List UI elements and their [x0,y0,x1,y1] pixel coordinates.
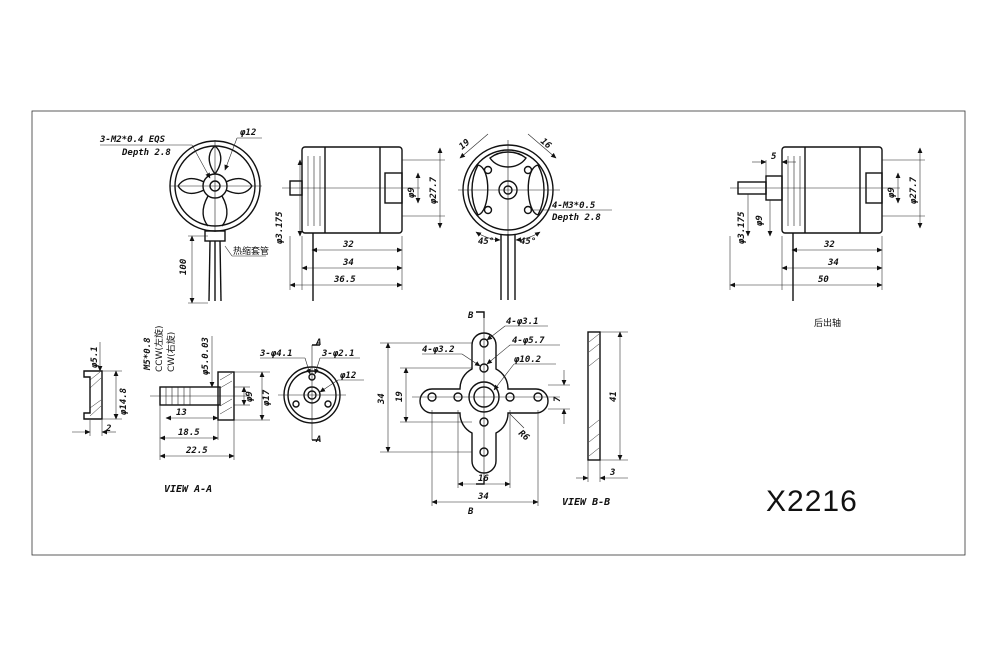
section-a-bottom: A [315,435,321,445]
mount-holes-5-7: 4-φ5.7 [512,336,545,346]
adapter-dia-9: φ9 [245,391,255,403]
front-dia-12: φ12 [239,128,256,138]
model-label: X2216 [766,485,858,518]
mount-side-dim-41: 41 [609,391,619,402]
mount-side-view [576,331,628,482]
rear-shaft-dia-9: φ9 [887,187,897,199]
rear-shaft-dia-9-left: φ9 [755,215,765,227]
mount-holes-3-2: 4-φ3.2 [422,345,455,355]
adapter-view-label: VIEW A-A [164,484,212,495]
adapter-face-holes-2-1: 3-φ2.1 [321,349,355,359]
adapter-dia-14-8: φ14.8 [119,388,129,416]
rear-shaft-dim-50: 50 [818,275,829,285]
mount-dia-10-2: φ10.2 [513,355,541,365]
adapter-dia-17: φ17 [262,389,272,407]
section-b-top: B [467,311,474,321]
front-sleeve-note: 热缩套管 [233,245,269,257]
rear-shaft-dim-5: 5 [771,152,777,162]
mount-view-label: VIEW B-B [562,497,610,508]
side-view [282,146,445,301]
adapter-dim-2: 2 [105,424,111,434]
front-view [100,137,266,304]
adapter-dim-13: 13 [176,408,187,418]
mount-dim-34-h: 34 [477,492,489,502]
mount-view [380,311,570,506]
adapter-thread-m5: M5*0.8 [143,337,153,371]
rear-dim-19: 19 [458,138,473,153]
rear-view [458,133,612,300]
mount-radius: R6 [516,429,531,444]
adapter-dia-5-1: φ5.1 [90,346,100,369]
adapter-ccw: CCW(左旋) [153,326,165,373]
adapter-face-dia-12: φ12 [339,371,356,381]
section-a-top: A [315,338,321,348]
side-dim-34: 34 [342,258,354,268]
adapter-dia-5-0-03: φ5.0.03 [201,337,211,376]
side-dim-36-5: 36.5 [333,275,356,285]
adapter-view [72,336,270,460]
rear-shaft-dia-27-7: φ27.7 [909,176,919,205]
adapter-dim-18-5: 18.5 [178,428,200,438]
rear-thread: 4-M3*0.5 [552,201,596,211]
adapter-dim-22-5: 22.5 [185,446,208,456]
rear-shaft-view [729,146,925,301]
section-b-bottom: B [467,507,474,517]
drawing-frame [31,110,966,556]
adapter-face-holes-4-1: 3-φ4.1 [259,349,293,359]
rear-shaft-dim-32: 32 [823,240,835,250]
mount-dim-7: 7 [553,396,563,402]
side-dim-32: 32 [342,240,354,250]
front-depth-callout: Depth 2.8 [121,148,171,158]
adapter-face-view [260,344,364,441]
mount-dim-34-v: 34 [377,393,387,405]
mount-side-dim-3: 3 [609,468,615,478]
adapter-cw: CW(右旋) [165,332,177,372]
mount-holes-3-1: 4-φ3.1 [506,317,539,327]
rear-shaft-dim-34: 34 [827,258,839,268]
side-shaft-dia: φ3.175 [275,211,285,245]
rear-dim-16: 16 [538,137,553,152]
rear-depth: Depth 2.8 [551,213,601,223]
mount-dim-19-v: 19 [395,391,405,402]
front-lead-length: 100 [179,258,189,275]
side-dia-27-7: φ27.7 [429,176,439,205]
rear-angle-right: 45° [520,237,536,247]
mount-dim-16: 16 [478,474,489,484]
front-thread-callout: 3-M2*0.4 EQS [99,135,166,145]
side-dia-9: φ9 [407,187,417,199]
rear-shaft-shaft-dia: φ3.175 [737,211,747,245]
rear-angle-left: 45° [478,237,494,247]
rear-shaft-caption: 后出轴 [814,317,841,329]
